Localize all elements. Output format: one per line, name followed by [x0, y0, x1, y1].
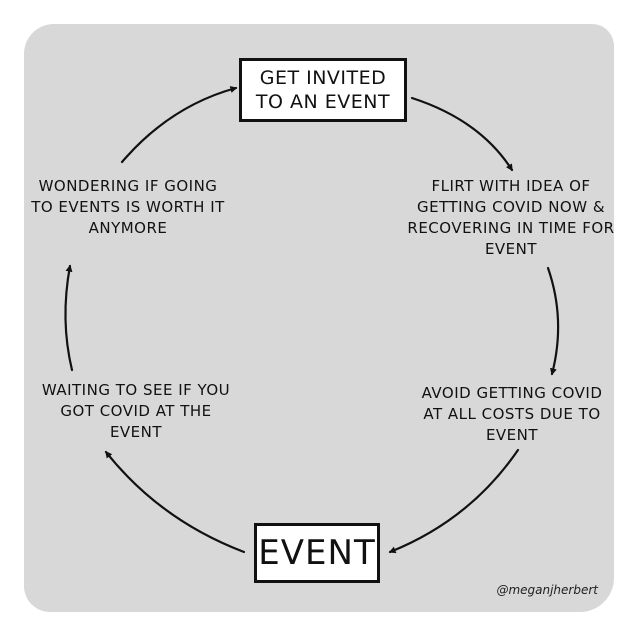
arrow-upper-left-to-top — [120, 86, 238, 164]
artist-credit: @meganjherbert — [496, 583, 598, 597]
arrow-lower-left-to-upper-left — [64, 264, 74, 372]
box-get-invited-text: Get invited to an event — [255, 67, 391, 113]
label-avoid-getting-covid: Avoid getting covid at all costs due to … — [421, 384, 603, 444]
arrow-lower-right-to-bottom — [388, 448, 520, 554]
arrow-top-to-upper-right — [410, 96, 514, 172]
label-wondering-if: Wondering if going to events is worth it… — [31, 177, 225, 237]
box-event-text: Event — [258, 533, 376, 573]
label-flirt-with-idea: Flirt with idea of getting covid now & r… — [407, 177, 615, 258]
label-waiting-to-see: Waiting to see if you got covid at the e… — [41, 381, 231, 441]
arrow-bottom-to-lower-left — [104, 450, 246, 554]
box-event: Event — [254, 523, 380, 583]
box-get-invited: Get invited to an event — [239, 58, 407, 122]
arrow-upper-right-to-lower-right — [546, 266, 560, 376]
diagram-panel — [24, 24, 614, 612]
